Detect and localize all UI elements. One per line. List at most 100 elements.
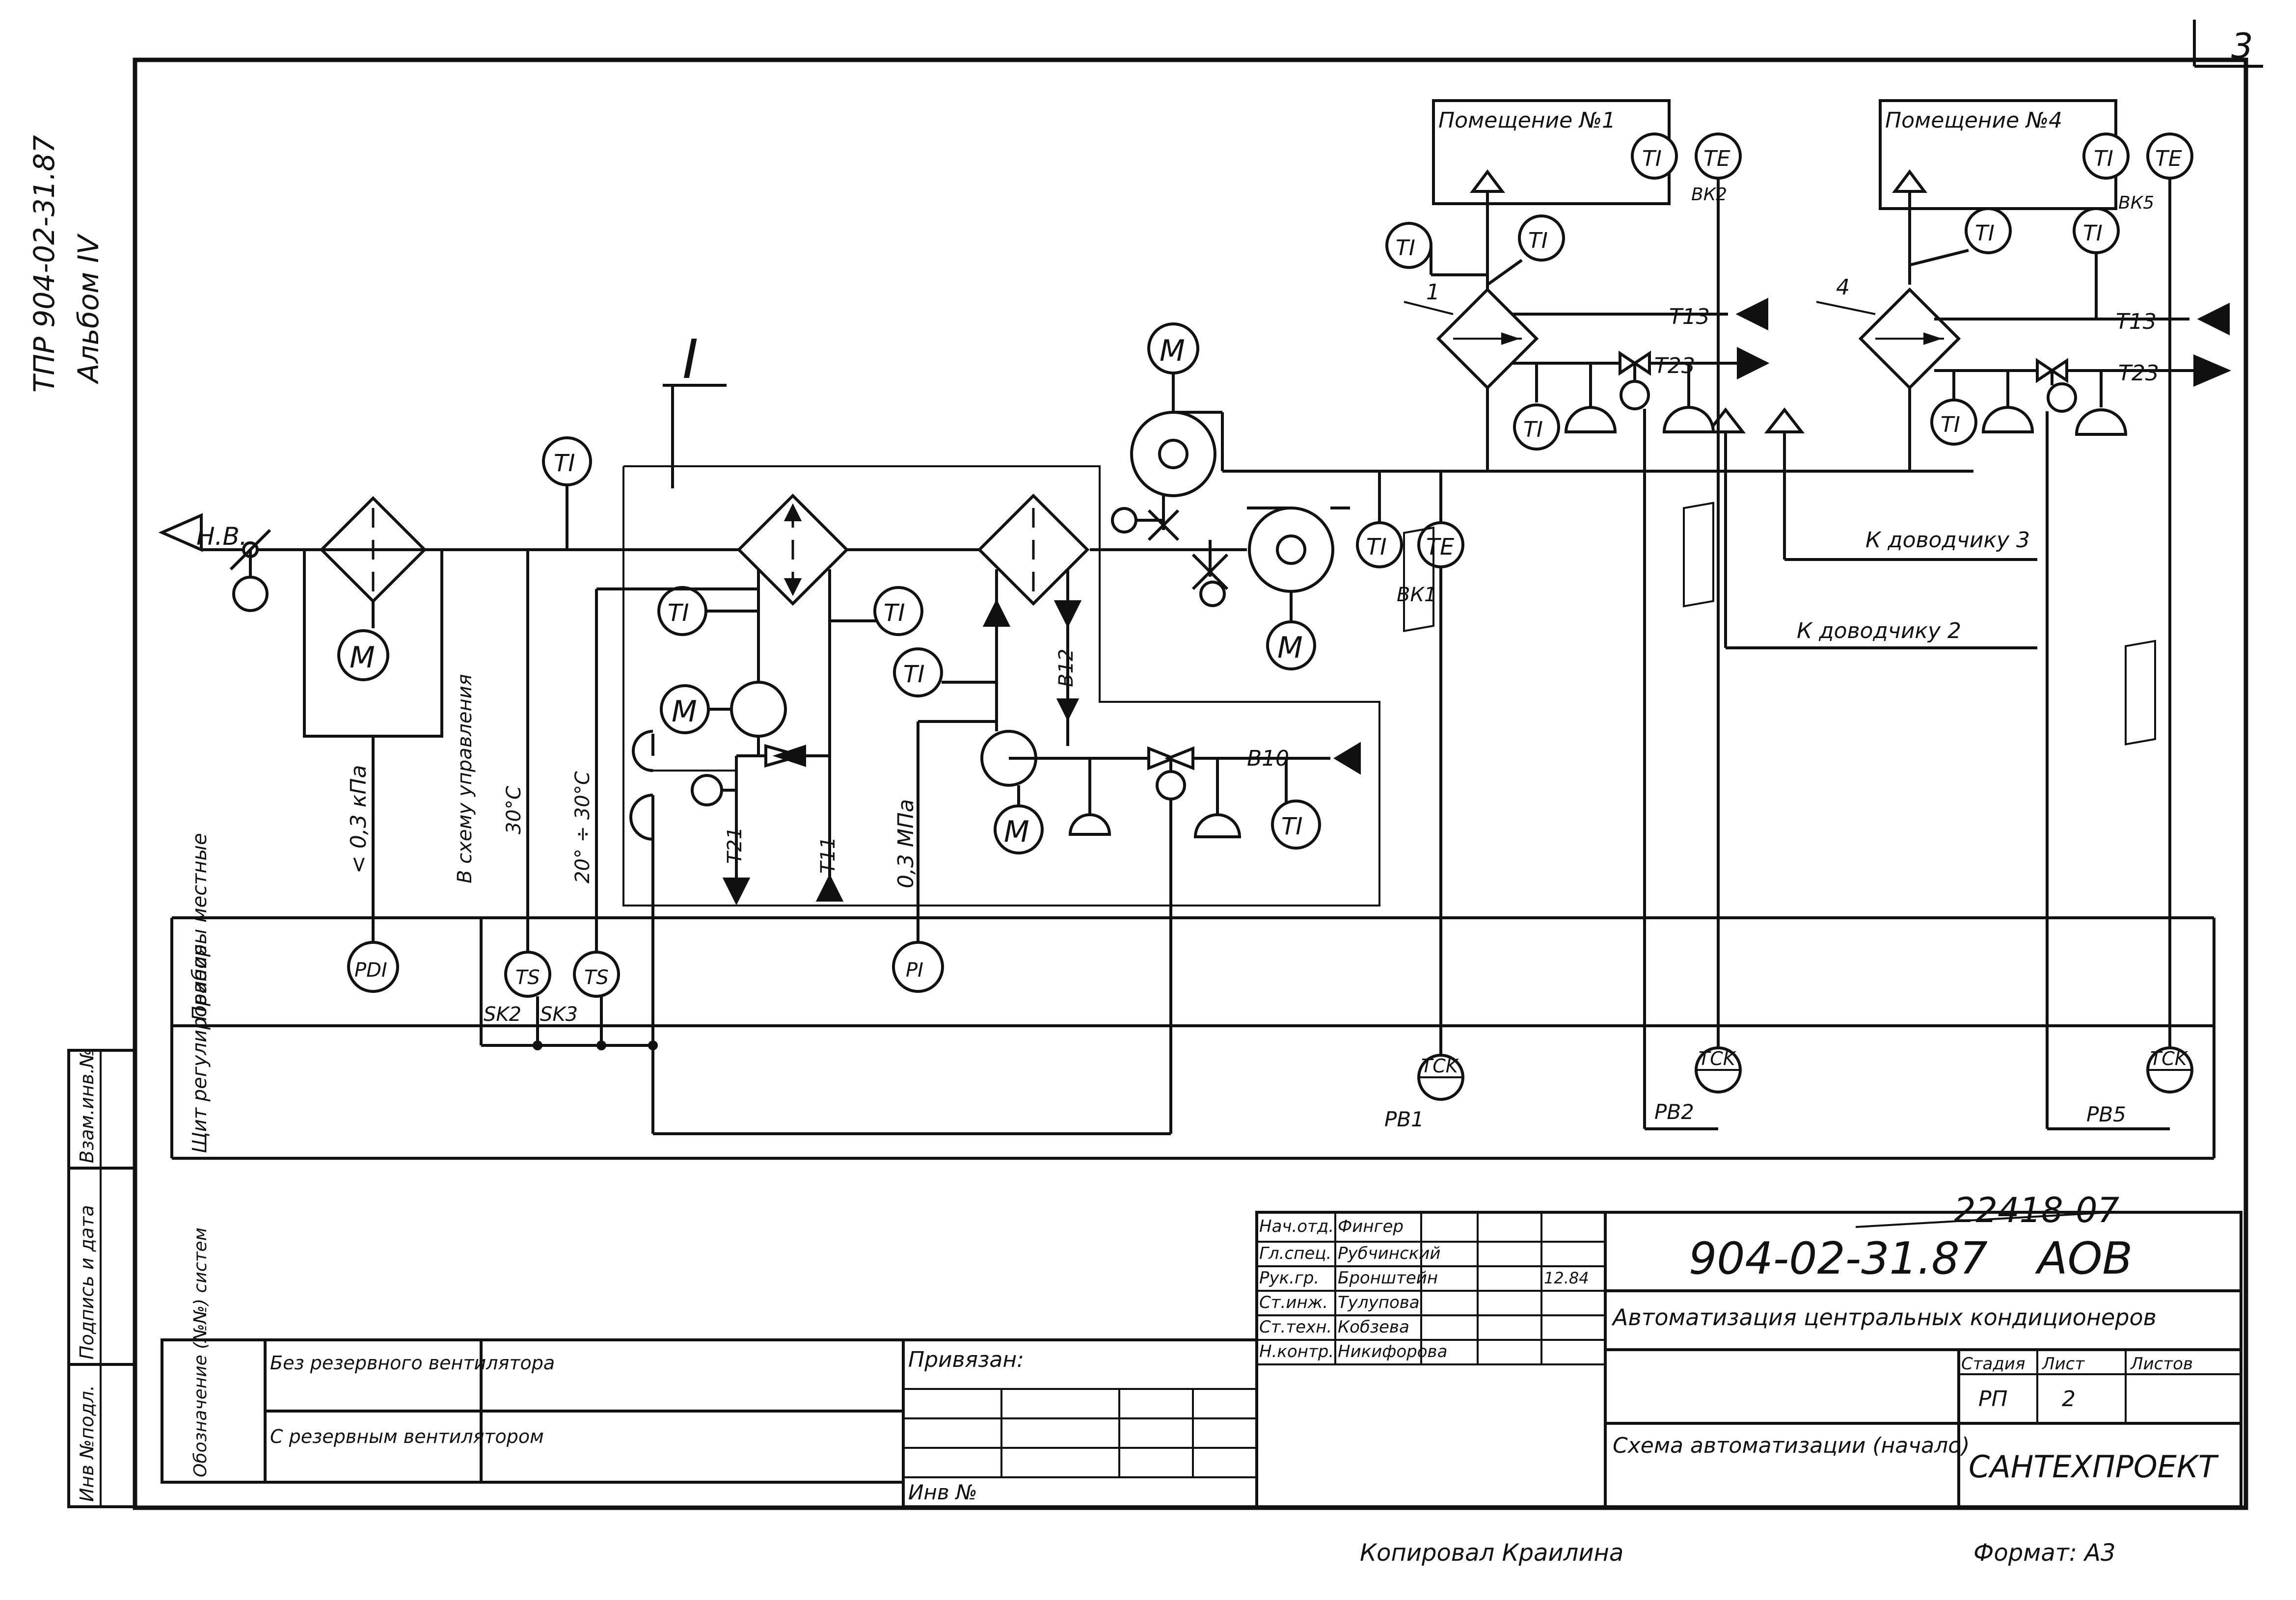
stage-value: РП: [1978, 1387, 2008, 1412]
set30-label: 30°С: [503, 786, 525, 834]
t13-label: T13: [1669, 304, 1710, 329]
outdoor-air-label: Н.В.: [196, 522, 247, 551]
tck-label: TCK: [2150, 1048, 2188, 1069]
staff-name: Никифорова: [1338, 1342, 1447, 1361]
ti-label: TI: [2083, 221, 2103, 246]
room-4: Помещение №4 TI TE ВК5 TI TI 4 T13 T23 T…: [1816, 99, 2232, 1130]
b12-label: B12: [1055, 649, 1078, 687]
room4-te-tag: ВК5: [2118, 193, 2154, 213]
stamp-inv: Инв №подл.: [76, 1385, 98, 1502]
closer3-label: К доводчику 3: [1865, 528, 2030, 553]
heater-2: B12 TI B10 M TI: [893, 493, 1361, 854]
pi-label: PI: [906, 959, 923, 982]
motor-label: M: [1004, 815, 1029, 849]
doc-title: Автоматизация центральных кондиционеров: [1611, 1304, 2157, 1331]
staff-role: Н.контр.: [1259, 1342, 1334, 1361]
sheet-header: Лист: [2041, 1354, 2085, 1374]
t13-label: T13: [2116, 309, 2157, 334]
ti-label: TI: [1642, 146, 1662, 171]
ts-label: TS: [515, 966, 540, 989]
ti-label: TI: [903, 661, 924, 688]
staff-role: Рук.гр.: [1259, 1268, 1319, 1288]
format-label: Формат: А3: [1973, 1539, 2116, 1567]
main-duct: Н.В.: [158, 513, 1247, 612]
doc-mark: АОВ: [2035, 1233, 2133, 1284]
pb1-label: РВ1: [1384, 1107, 1424, 1131]
staff-name: Тулупова: [1338, 1293, 1420, 1312]
stage-header: Стадия: [1961, 1354, 2025, 1374]
systems-legend: Обозначение (№№) систем Без резервного в…: [161, 1227, 905, 1484]
staff-name: Рубчинский: [1338, 1244, 1440, 1263]
legend-row2: С резервным вентилятором: [270, 1426, 544, 1447]
staff-name: Фингер: [1338, 1217, 1404, 1236]
ti-label: TI: [668, 599, 689, 627]
staff-role: Нач.отд.: [1259, 1217, 1334, 1236]
sk3-label: SK3: [540, 1003, 578, 1026]
unit4-label: 4: [1836, 275, 1850, 300]
copied-by: Копировал Краилина: [1360, 1539, 1623, 1567]
te-label: TE: [1426, 533, 1454, 560]
staff-name: Кобзева: [1338, 1317, 1409, 1337]
margin-stamp: Инв №подл. Подпись и дата Взам.инв.№: [67, 1048, 136, 1508]
tck-label: TCK: [1699, 1048, 1737, 1069]
room1-te-tag: ВК2: [1691, 185, 1727, 205]
staff-role: Ст.инж.: [1259, 1293, 1328, 1312]
unit1-label: 1: [1426, 280, 1440, 305]
t11-label: T11: [817, 837, 839, 874]
doc-number-hand: 22418-07: [1954, 1190, 2119, 1230]
sheet-number: 3: [2231, 26, 2253, 66]
room1-title: Помещение №1: [1438, 108, 1616, 133]
sk2-label: SK2: [484, 1003, 521, 1026]
ti-label: TI: [1941, 412, 1960, 437]
org-name: САНТЕХПРОЕКТ: [1969, 1449, 2219, 1485]
side-album: Альбом IV: [72, 233, 105, 385]
row-panel-label: Щит регулирования: [189, 944, 211, 1153]
legend-header: Обозначение (№№) систем: [190, 1227, 211, 1477]
te-label: TE: [1703, 146, 1730, 171]
air-filter: M: [303, 496, 443, 738]
legend-row1: Без резервного вентилятора: [270, 1352, 555, 1374]
sheets-header: Листов: [2130, 1354, 2193, 1374]
instrument-rows: Приборы местные Щит регулирования: [170, 833, 2215, 1160]
row-local-label: Приборы местные: [189, 833, 211, 1021]
stamp-sign: Подпись и дата: [76, 1205, 98, 1360]
stamp-replace: Взам.инв.№: [76, 1048, 98, 1163]
pdi-label: PDI: [354, 959, 387, 982]
ti-label: TI: [884, 599, 905, 627]
ti-label: TI: [1281, 813, 1302, 840]
b10-label: B10: [1247, 746, 1289, 771]
room1-pb: РВ2: [1654, 1100, 1694, 1124]
ti-label: TI: [1523, 417, 1543, 442]
staff-role: Гл.спец.: [1259, 1244, 1331, 1263]
tck-label: TCK: [1421, 1055, 1459, 1077]
te-label: TE: [2155, 146, 2182, 171]
title-block: 22418-07 Привязан: Инв № Нач.отд. Фингер…: [902, 1190, 2242, 1508]
doc-code: 904-02-31.87: [1689, 1233, 1988, 1284]
ti-label: TI: [1528, 228, 1548, 253]
doc-subtitle: Схема автоматизации (начало): [1613, 1433, 1970, 1458]
motor-label: M: [672, 694, 697, 729]
ts-label: TS: [584, 966, 609, 989]
room4-pb: РВ5: [2086, 1102, 2126, 1126]
range-temp-label: 20° ÷ 30°С: [571, 771, 594, 883]
closer2-label: К доводчику 2: [1797, 618, 1961, 643]
room4-title: Помещение №4: [1885, 108, 2062, 133]
ti-instrument: [542, 436, 592, 486]
ti-label: TI: [554, 450, 575, 477]
t21-label: T21: [724, 827, 746, 864]
side-code: ТПР 904-02-31.87: [27, 135, 61, 393]
date-label: 12.84: [1544, 1269, 1589, 1287]
pressure-diff-label: < 0,3 кПа: [346, 765, 371, 874]
ti-label: TI: [1366, 533, 1387, 560]
room-1: Помещение №1 TI TE ВК2 TI TI 1 T13 T23 T…: [1385, 99, 1770, 1130]
motor-label: M: [1277, 631, 1303, 665]
heater-1: TI TI T11 M T21: [629, 493, 923, 906]
staff-role: Ст.техн.: [1259, 1317, 1332, 1337]
ti-label: TI: [1975, 221, 1995, 246]
fans: M M: [1111, 322, 1973, 670]
staff-name: Бронштейн: [1338, 1268, 1438, 1288]
ti-label: TI: [1396, 236, 1415, 261]
section-mark: I: [682, 328, 698, 391]
motor-label: M: [350, 640, 375, 675]
